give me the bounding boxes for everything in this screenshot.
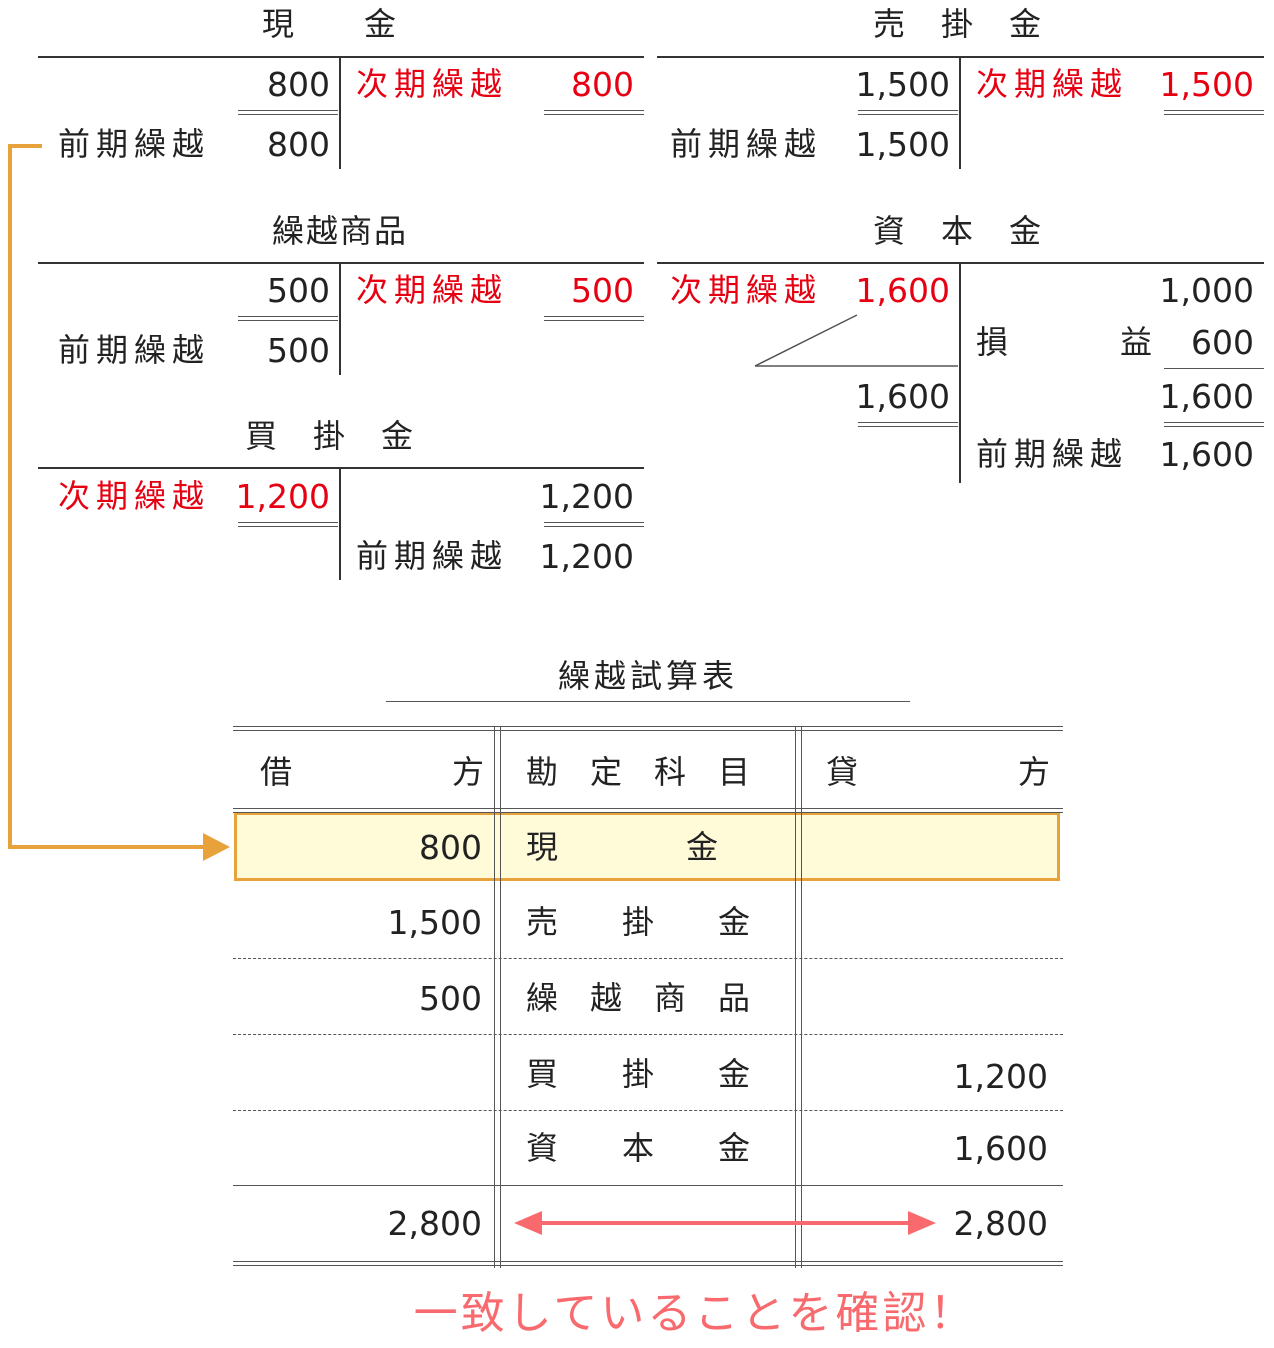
- ledger-value-carry: 1,500: [1159, 65, 1254, 104]
- row-divider: [233, 1034, 1063, 1035]
- ledger-value: 500: [267, 331, 330, 370]
- ledger-center-rule: [339, 263, 341, 375]
- ledger-label: 前期繰越: [976, 435, 1129, 473]
- ledger-center-rule: [339, 57, 341, 169]
- ledger-value: 1,600: [1159, 377, 1254, 416]
- ledger-double-rule: [238, 316, 338, 321]
- total-debit: 2,800: [387, 1204, 482, 1243]
- ledger-center-rule: [959, 57, 961, 169]
- ledger-label: 前期繰越: [58, 125, 211, 163]
- ledger-value: 1,200: [539, 477, 634, 516]
- row-account: 資 本 金: [526, 1129, 751, 1167]
- ledger-double-rule: [544, 316, 644, 321]
- ledger-value: 1,600: [1159, 435, 1254, 474]
- ledger-label-carry: 次期繰越: [58, 477, 211, 515]
- row-account: 売 掛 金: [526, 903, 751, 941]
- ledger-label-carry: 次期繰越: [976, 65, 1129, 103]
- table-bottom-rule: [233, 1261, 1063, 1266]
- ledger-double-rule: [238, 522, 338, 527]
- ledger-value-carry: 500: [571, 271, 634, 310]
- header-credit: 貸 方: [826, 753, 1051, 791]
- trial-balance-title: 繰越試算表: [557, 657, 738, 695]
- ledger-title: 繰越商品: [271, 212, 408, 250]
- row-account: 買 掛 金: [526, 1055, 751, 1093]
- ledger-title: 資 本 金: [872, 212, 1043, 250]
- ledger-title: 現 金: [261, 5, 398, 43]
- header-account: 勘 定 科 目: [526, 753, 751, 791]
- row-account: 繰 越 商 品: [526, 979, 751, 1017]
- ledger-value: 600: [1191, 323, 1254, 362]
- ledger-blank-slash: [754, 314, 958, 367]
- ledger-double-rule: [238, 110, 338, 115]
- row-debit: 800: [419, 828, 482, 867]
- row-divider: [233, 958, 1063, 959]
- row-debit: 1,500: [387, 903, 482, 942]
- ledger-label-carry: 次期繰越: [670, 271, 823, 309]
- ledger-double-rule: [858, 110, 958, 115]
- ledger-top-rule: [38, 56, 644, 58]
- ledger-value-carry: 1,200: [235, 477, 330, 516]
- total-credit: 2,800: [953, 1204, 1048, 1243]
- ledger-double-rule: [858, 422, 958, 427]
- ledger-value: 800: [267, 125, 330, 164]
- ledger-value: 800: [267, 65, 330, 104]
- confirm-message: 一致していることを確認！: [413, 1288, 977, 1339]
- row-credit: 1,200: [953, 1057, 1048, 1096]
- ledger-double-rule: [544, 110, 644, 115]
- ledger-double-rule: [1164, 422, 1264, 427]
- row-divider: [233, 1110, 1063, 1111]
- table-top-rule: [233, 726, 1063, 731]
- ledger-title: 買 掛 金: [244, 417, 415, 455]
- ledger-double-rule: [1164, 110, 1264, 115]
- column-rule: [494, 726, 501, 1268]
- ledger-label: 前期繰越: [356, 537, 509, 575]
- row-debit: 500: [419, 979, 482, 1018]
- link-arrow: [8, 144, 230, 861]
- ledger-single-rule: [1164, 368, 1264, 369]
- ledger-value: 1,000: [1159, 271, 1254, 310]
- ledger-label-carry: 次期繰越: [356, 65, 509, 103]
- ledger-value-carry: 1,600: [855, 271, 950, 310]
- ledger-label: 前期繰越: [670, 125, 823, 163]
- double-arrow-icon: [514, 1211, 936, 1235]
- table-header-rule: [233, 808, 1063, 813]
- column-rule: [795, 726, 802, 1268]
- ledger-value-carry: 800: [571, 65, 634, 104]
- row-credit: 1,600: [953, 1129, 1048, 1168]
- ledger-top-rule: [38, 262, 644, 264]
- highlight-row: [234, 812, 1060, 881]
- ledger-value: 1,200: [539, 537, 634, 576]
- ledger-title: 売 掛 金: [872, 5, 1043, 43]
- total-rule: [233, 1185, 1063, 1186]
- row-account: 現 金: [526, 828, 719, 866]
- ledger-label: 前期繰越: [58, 331, 211, 369]
- ledger-top-rule: [38, 467, 644, 469]
- ledger-label: 損 益: [976, 323, 1157, 361]
- ledger-center-rule: [339, 468, 341, 580]
- ledger-label-carry: 次期繰越: [356, 271, 509, 309]
- header-debit: 借 方: [260, 753, 485, 791]
- ledger-value: 1,500: [855, 65, 950, 104]
- trial-balance-title-rule: [386, 701, 910, 702]
- ledger-value: 1,500: [855, 125, 950, 164]
- ledger-value: 1,600: [855, 377, 950, 416]
- ledger-double-rule: [544, 522, 644, 527]
- ledger-value: 500: [267, 271, 330, 310]
- ledger-center-rule: [959, 263, 961, 483]
